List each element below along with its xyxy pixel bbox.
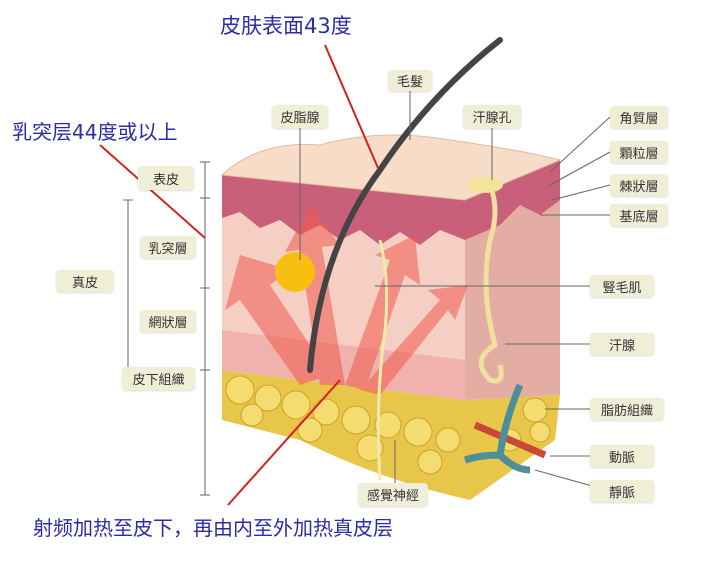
fat-cells	[225, 375, 551, 475]
label-arrector-pili: 豎毛肌	[590, 275, 654, 297]
sebaceous-gland	[275, 252, 315, 292]
sweat-gland	[478, 184, 504, 384]
label-sweat-pore: 汗腺孔	[463, 105, 521, 128]
label-stratum-corneum: 角質層	[610, 106, 668, 128]
leader-lines	[123, 90, 611, 496]
label-artery: 動脈	[590, 445, 654, 467]
label-stratum-granulosum: 顆粒層	[610, 141, 668, 163]
papillary-temperature-note: 乳突层44度或以上	[12, 120, 178, 144]
label-sebaceous-gland: 皮脂腺	[272, 105, 328, 128]
rf-heating-note: 射频加热至皮下，再由内至外加热真皮层	[33, 516, 393, 540]
label-sensory-nerve: 感覺神經	[358, 483, 428, 506]
label-papillary-layer: 乳突層	[140, 236, 196, 258]
label-adipose-tissue: 脂肪組織	[590, 398, 664, 420]
label-vein: 靜脈	[590, 480, 654, 502]
label-reticular-layer: 網狀層	[140, 310, 196, 332]
label-subcutaneous-tissue: 皮下組織	[122, 367, 195, 390]
label-dermis: 真皮	[56, 270, 114, 292]
sensory-nerve	[376, 239, 389, 481]
surface-temperature-note: 皮肤表面43度	[220, 14, 352, 38]
label-hair: 毛髮	[388, 70, 432, 91]
label-sweat-gland: 汗腺	[590, 333, 654, 355]
vein	[463, 383, 531, 474]
artery	[473, 421, 547, 459]
hair	[307, 37, 503, 373]
label-stratum-spinosum: 棘狀層	[610, 174, 668, 196]
label-epidermis: 表皮	[138, 166, 194, 190]
pointer-lines	[99, 44, 379, 506]
label-stratum-basale: 基底層	[610, 204, 668, 226]
